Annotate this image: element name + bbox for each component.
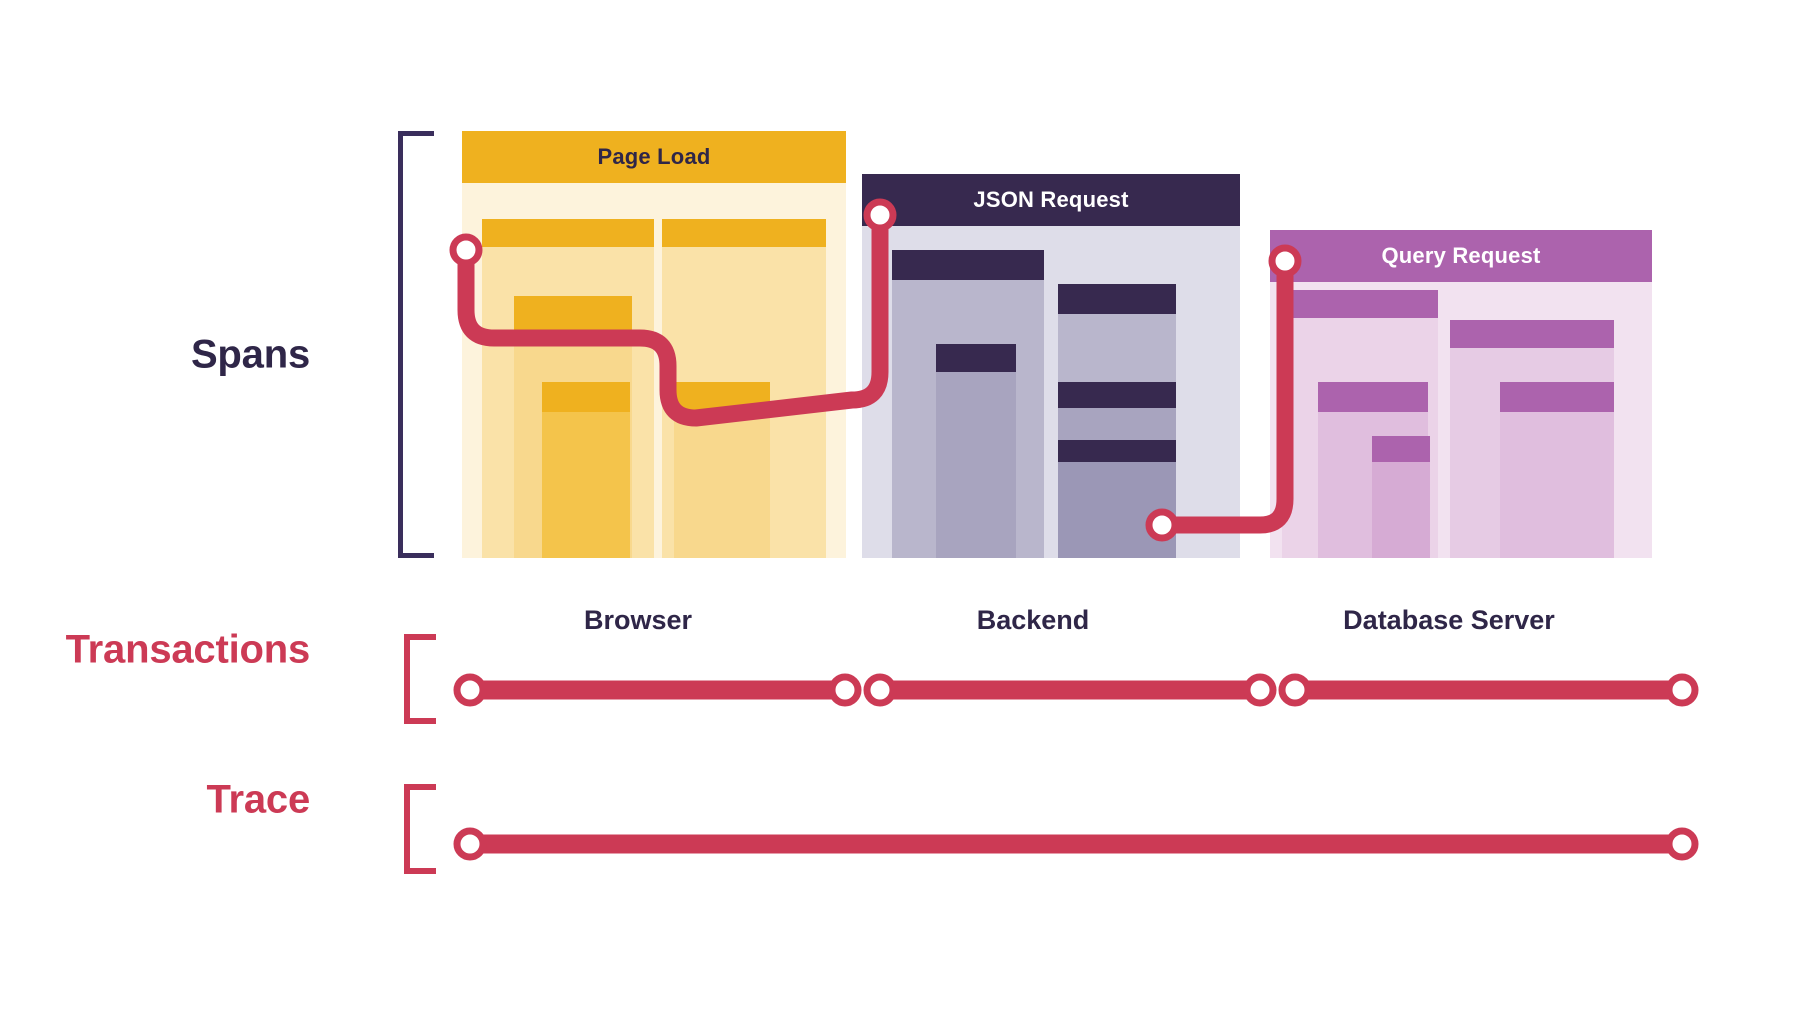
span-bar[interactable] <box>1372 436 1430 558</box>
span-group-database[interactable]: Query Request <box>1270 230 1652 558</box>
backend-transaction-end-node[interactable] <box>1243 673 1277 707</box>
span-bar[interactable] <box>542 382 630 558</box>
span-bar-cap <box>892 250 1044 280</box>
span-group-header-backend: JSON Request <box>862 174 1240 226</box>
span-bar-cap <box>936 344 1016 372</box>
section-label-database: Database Server <box>1343 605 1555 635</box>
span-bar-cap <box>1058 440 1176 462</box>
span-group-title-database: Query Request <box>1381 243 1541 268</box>
row-label-trace: Trace <box>206 777 310 822</box>
span-bar-cap <box>1282 290 1438 318</box>
span-bar-cap <box>1318 382 1428 412</box>
span-bar[interactable] <box>674 382 770 558</box>
span-group-header-database: Query Request <box>1270 230 1652 282</box>
browser-transaction-end-node[interactable] <box>828 673 862 707</box>
span-bar[interactable] <box>1500 382 1614 558</box>
span-group-header-browser: Page Load <box>462 131 846 183</box>
span-bar-cap <box>1450 320 1614 348</box>
span-group-browser[interactable]: Page Load <box>462 131 846 558</box>
database-transaction-start-node[interactable] <box>1278 673 1312 707</box>
section-label-browser: Browser <box>583 605 693 635</box>
full-trace-end-node[interactable] <box>1665 827 1699 861</box>
span-bar-cap <box>662 219 826 247</box>
bracket-transactions <box>404 634 436 724</box>
span-group-title-backend: JSON Request <box>973 187 1129 212</box>
bracket-trace <box>404 784 436 874</box>
span-bar-cap <box>674 382 770 412</box>
span-group-title-browser: Page Load <box>597 144 711 169</box>
span-group-backend[interactable]: JSON Request <box>862 174 1240 558</box>
backend-transaction-start-node[interactable] <box>863 673 897 707</box>
span-bar-cap <box>514 296 632 334</box>
database-transaction-end-node[interactable] <box>1665 673 1699 707</box>
span-bar-cap <box>1058 382 1176 408</box>
span-bar[interactable] <box>936 344 1016 558</box>
span-bar-cap <box>542 382 630 412</box>
span-bar-cap <box>1500 382 1614 412</box>
span-bar-cap <box>482 219 654 247</box>
section-label-backend: Backend <box>976 605 1090 635</box>
bracket-spans <box>398 131 434 558</box>
full-trace-start-node[interactable] <box>453 827 487 861</box>
row-label-spans: Spans <box>190 332 310 377</box>
span-bar[interactable] <box>1058 440 1176 558</box>
span-bar-cap <box>1058 284 1176 314</box>
span-bar-cap <box>1372 436 1430 462</box>
row-label-transactions: Transactions <box>65 627 311 672</box>
browser-transaction-start-node[interactable] <box>453 673 487 707</box>
